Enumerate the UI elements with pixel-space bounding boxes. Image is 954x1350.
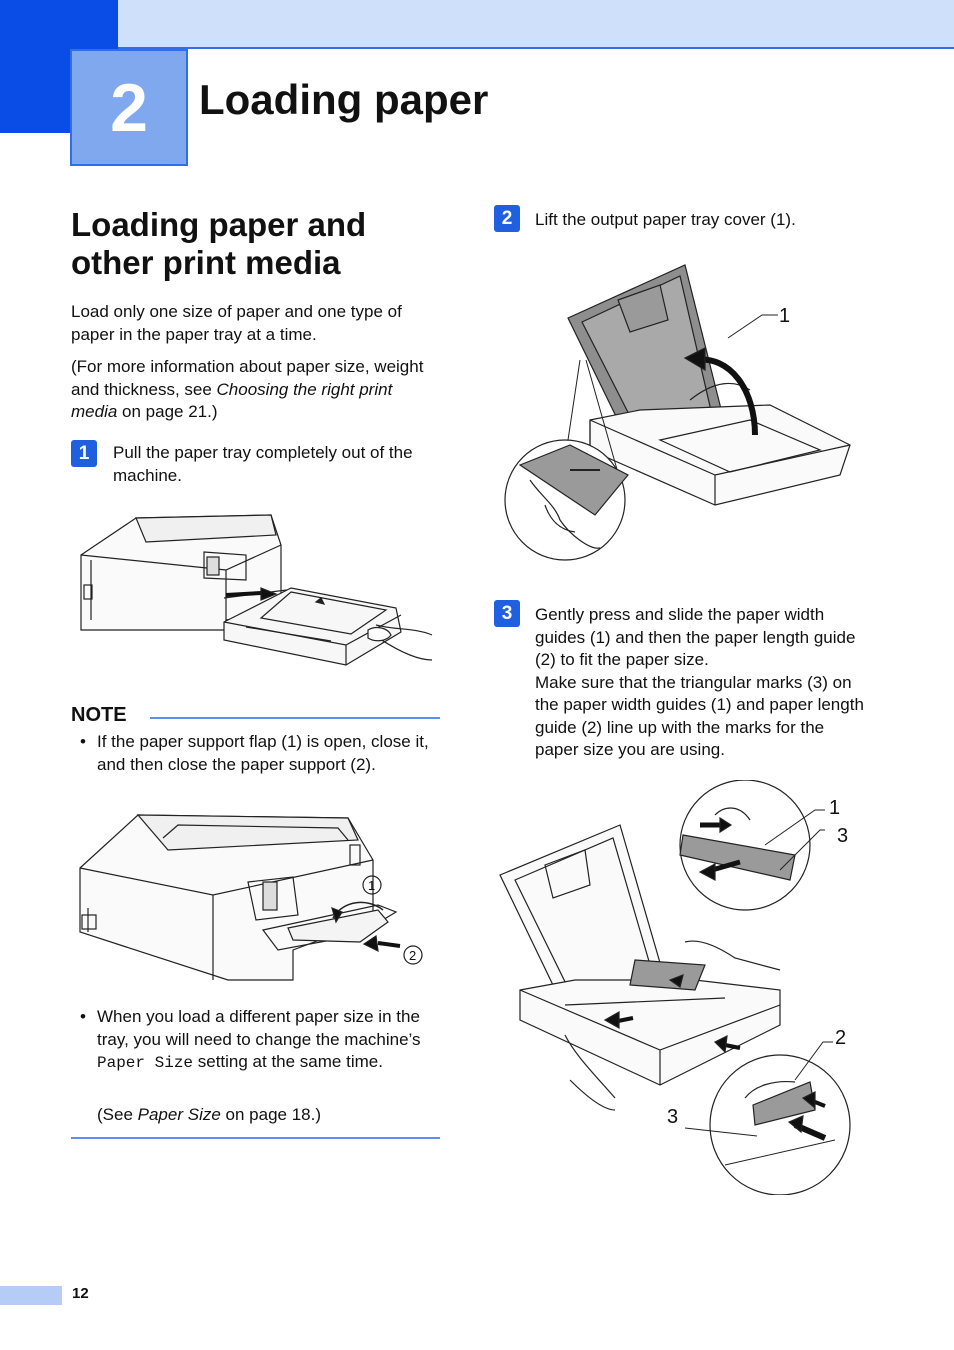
section-title: Loading paper and other print media bbox=[71, 206, 367, 281]
intro-paragraph-1: Load only one size of paper and one type… bbox=[71, 302, 402, 344]
paper-support-illustration: 1 2 bbox=[79, 814, 423, 981]
cross-reference-link[interactable]: Paper Size bbox=[137, 1105, 221, 1124]
see-text-end: on page 18.) bbox=[220, 1105, 322, 1124]
step-2-text: Lift the output paper tray cover (1). bbox=[535, 210, 796, 229]
bullet-dot: • bbox=[80, 732, 86, 751]
printer-tray-pull-illustration bbox=[80, 514, 433, 666]
note-bullet-2-text: When you load a different paper size in … bbox=[97, 1007, 421, 1049]
see-text: (See bbox=[97, 1105, 138, 1124]
step-1-badge: 1 bbox=[71, 440, 97, 467]
callout-step2-1: 1 bbox=[779, 305, 790, 327]
step-3-text-b: Make sure that the triangular marks (3) … bbox=[535, 672, 864, 760]
output-tray-cover-illustration: 1 bbox=[504, 264, 851, 561]
step-3-badge: 3 bbox=[494, 600, 520, 627]
callout-step3-1: 1 bbox=[829, 797, 840, 819]
chapter-title: Loading paper bbox=[199, 76, 489, 123]
callout-step3-2: 2 bbox=[835, 1027, 846, 1049]
note-bullet-1: • If the paper support flap (1) is open,… bbox=[80, 731, 442, 776]
paper-size-setting: Paper Size bbox=[97, 1054, 194, 1072]
note-bullet-2-text-end: setting at the same time. bbox=[193, 1052, 383, 1071]
callout-step3-3-top: 3 bbox=[837, 825, 848, 847]
step-3-text-a: Gently press and slide the paper width g… bbox=[535, 605, 856, 669]
cross-reference-link[interactable]: Choosing the right print media bbox=[71, 379, 393, 422]
note-see-also: (See Paper Size on page 18.) bbox=[80, 1104, 442, 1127]
note-rule-top bbox=[150, 717, 440, 719]
note-heading: NOTE bbox=[71, 704, 127, 726]
chapter-number-box: 2 bbox=[70, 49, 188, 166]
intro-text-end: on page 21.) bbox=[117, 402, 218, 421]
step-2-badge: 2 bbox=[494, 205, 520, 232]
callout-note-2: 2 bbox=[409, 948, 416, 963]
note-rule-bottom bbox=[71, 1137, 440, 1139]
paper-guides-illustration: 1 3 2 3 bbox=[499, 780, 851, 1195]
header-band bbox=[0, 0, 954, 49]
bullet-dot: • bbox=[80, 1007, 86, 1026]
step-1-text: Pull the paper tray completely out of th… bbox=[113, 443, 413, 485]
callout-note-1: 1 bbox=[368, 878, 375, 893]
chapter-number: 2 bbox=[110, 69, 148, 146]
step-3-text: Gently press and slide the paper width g… bbox=[535, 604, 865, 762]
note-bullet-1-text: If the paper support flap (1) is open, c… bbox=[97, 732, 429, 774]
page-number-tab bbox=[0, 1286, 62, 1305]
intro-text: (For more information about paper size, … bbox=[71, 357, 424, 399]
intro-paragraph-2: (For more information about paper size, … bbox=[71, 356, 443, 424]
note-bullet-2: • When you load a different paper size i… bbox=[80, 1006, 442, 1075]
callout-step3-3-bottom: 3 bbox=[667, 1106, 678, 1128]
page-number: 12 bbox=[72, 1285, 89, 1302]
